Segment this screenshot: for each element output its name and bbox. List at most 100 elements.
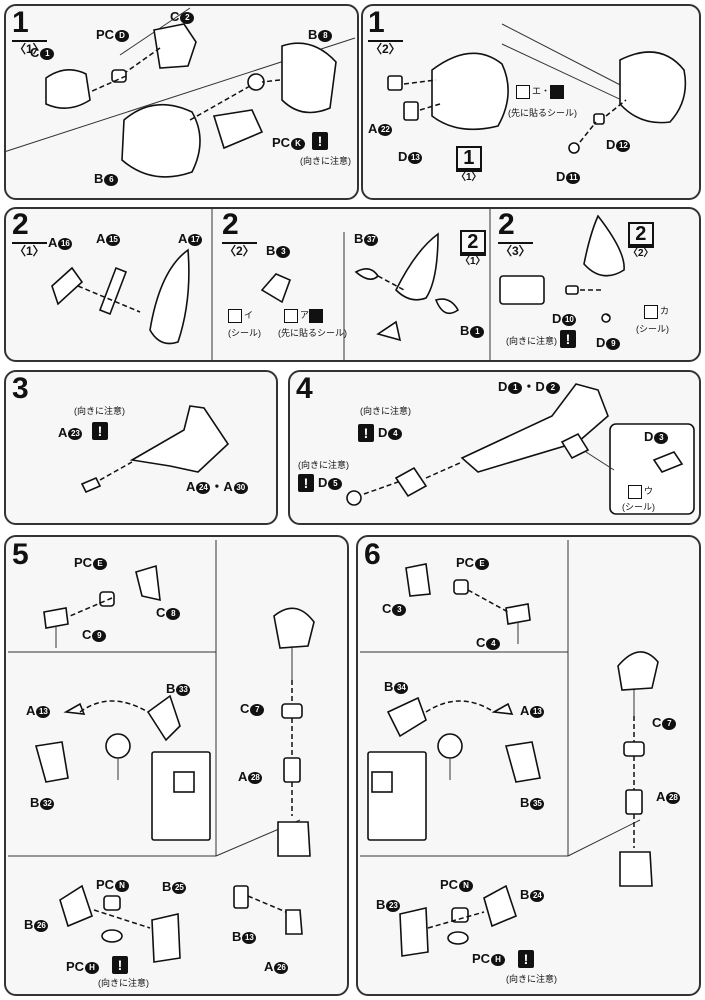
part-a17 — [149, 248, 190, 345]
orientation-note: (向きに注意) — [74, 406, 125, 416]
part-b34 — [386, 696, 427, 738]
part-pc-e — [99, 591, 115, 607]
part-pc-h — [101, 929, 123, 943]
caution-icon: ! — [518, 950, 534, 968]
part-head-right — [619, 51, 687, 124]
part-c9-joint — [43, 607, 69, 629]
part-c2 — [153, 23, 197, 69]
step-number: 5 — [12, 538, 29, 571]
part-inset-box — [151, 751, 211, 841]
part-c7 — [281, 703, 303, 719]
part-leg-upper — [273, 607, 315, 649]
part-shoulder-joint-6 — [437, 733, 463, 759]
sticker-i: イ — [228, 308, 253, 323]
part-d5 — [346, 490, 362, 506]
substep-label: 〈1〉 — [12, 40, 47, 56]
reference-step-2-2: 2〈2〉 — [628, 222, 654, 259]
sticker-a: ア — [284, 308, 325, 323]
part-a13-6 — [491, 702, 514, 715]
sticker-note: (シール) — [622, 502, 655, 512]
sticker-note: (シール) — [228, 328, 261, 338]
part-a28-6 — [625, 789, 643, 815]
part-b1 — [434, 298, 460, 315]
sticker-note: (シール) — [636, 324, 669, 334]
part-b33 — [146, 694, 181, 742]
step-number: 1 — [12, 6, 29, 39]
part-leg-lower — [277, 821, 311, 857]
part-pc-h-6 — [447, 931, 469, 945]
part-inset-box-6 — [367, 751, 427, 841]
part-b23 — [399, 907, 429, 957]
part-c8 — [135, 564, 161, 602]
part-d12 — [593, 113, 605, 125]
substep-label: 〈2〉 — [368, 40, 403, 56]
part-torso-assembled — [431, 52, 509, 131]
step-number: 4 — [296, 372, 313, 405]
caution-icon: ! — [298, 474, 314, 492]
part-b6-torso — [121, 103, 201, 178]
part-leg-upper-6 — [617, 651, 659, 691]
sticker-e: エ・ — [516, 84, 566, 99]
part-blade — [395, 232, 439, 301]
part-a16 — [51, 266, 84, 306]
step-number: 6 — [364, 538, 381, 571]
orientation-note: (向きに注意) — [98, 978, 149, 988]
part-b32 — [34, 741, 69, 783]
orientation-note: (向きに注意) — [300, 156, 351, 166]
part-inset-joint-6 — [371, 771, 393, 793]
substep-label: 〈3〉 — [498, 242, 533, 258]
caution-icon: ! — [560, 330, 576, 348]
part-a28 — [283, 757, 301, 783]
caution-icon: ! — [112, 956, 128, 974]
part-a13 — [63, 702, 86, 715]
part-pc-n — [103, 895, 121, 911]
sticker-ka: カ — [644, 304, 669, 319]
sticker-note: (先に貼るシール) — [278, 328, 347, 338]
sticker-icon — [644, 304, 658, 319]
part-pc-k — [247, 73, 265, 91]
part-b25 — [151, 913, 181, 963]
part-b24 — [483, 884, 517, 928]
orientation-note: (向きに注意) — [506, 336, 557, 346]
part-c1-head — [45, 69, 91, 109]
orientation-note: (向きに注意) — [506, 974, 557, 984]
part-blade-assembled — [583, 214, 625, 277]
part-b13 — [233, 885, 249, 909]
part-c3 — [405, 563, 431, 597]
